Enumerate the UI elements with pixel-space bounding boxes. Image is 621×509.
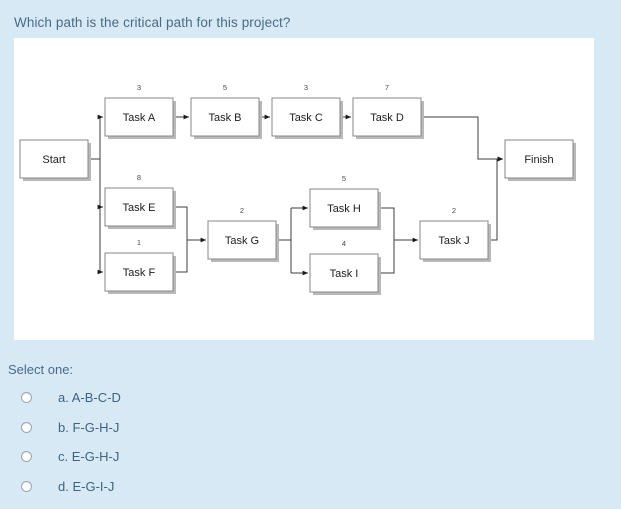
node-label-start: Start [42,154,65,166]
duration-taskD: 7 [385,83,389,92]
node-taskD: 7 Task D [352,83,424,139]
answer-options: a. A-B-C-D b. F-G-H-J c. E-G-H-J d. E-G-… [8,383,368,501]
node-taskB: 5 Task B [190,83,262,139]
node-start: Start [19,139,91,181]
node-label-finish: Finish [524,154,553,166]
option-b[interactable]: b. F-G-H-J [8,413,368,443]
duration-taskF: 1 [137,238,141,247]
node-taskC: 3 Task C [271,83,343,139]
radio-option-c[interactable] [21,451,32,463]
node-label-taskD: Task D [370,112,404,124]
option-d[interactable]: d. E-G-I-J [8,472,368,502]
radio-option-d[interactable] [21,480,32,492]
node-label-taskB: Task B [208,112,241,124]
node-taskI: 4 Task I [309,239,381,295]
option-c-label: c. E-G-H-J [58,449,120,465]
node-label-taskI: Task I [330,268,359,280]
question-text: Which path is the critical path for this… [14,15,291,30]
node-taskH: 5 Task H [309,174,381,230]
node-label-taskC: Task C [289,112,323,124]
diagram-panel: Start 3 Task A 5 Task B 3 [14,38,594,340]
node-finish: Finish [504,139,576,181]
option-d-label: d. E-G-I-J [58,478,115,494]
option-a[interactable]: a. A-B-C-D [8,383,368,413]
network-diagram: Start 3 Task A 5 Task B 3 [19,83,576,295]
duration-taskA: 3 [137,83,141,92]
node-label-taskF: Task F [123,267,156,279]
node-taskF: 1 Task F [104,238,176,294]
node-taskA: 3 Task A [104,83,176,139]
diagram-nodes: Start 3 Task A 5 Task B 3 [19,83,576,295]
duration-taskH: 5 [342,174,346,183]
node-label-taskJ: Task J [438,235,469,247]
node-label-taskG: Task G [225,235,259,247]
option-a-label: a. A-B-C-D [58,390,121,406]
select-one-label: Select one: [8,362,74,377]
duration-taskB: 5 [223,83,227,92]
option-b-label: b. F-G-H-J [58,419,120,435]
node-label-taskE: Task E [122,202,155,214]
duration-taskJ: 2 [452,206,456,215]
node-label-taskH: Task H [327,203,361,215]
duration-taskC: 3 [304,83,308,92]
node-label-taskA: Task A [123,112,156,124]
node-taskG: 2 Task G [207,206,279,262]
duration-taskI: 4 [342,239,346,248]
radio-option-a[interactable] [21,392,32,404]
duration-taskE: 8 [137,173,141,182]
node-taskJ: 2 Task J [419,206,491,262]
option-c[interactable]: c. E-G-H-J [8,442,368,472]
radio-option-b[interactable] [21,421,32,433]
duration-taskG: 2 [240,206,244,215]
node-taskE: 8 Task E [104,173,176,229]
